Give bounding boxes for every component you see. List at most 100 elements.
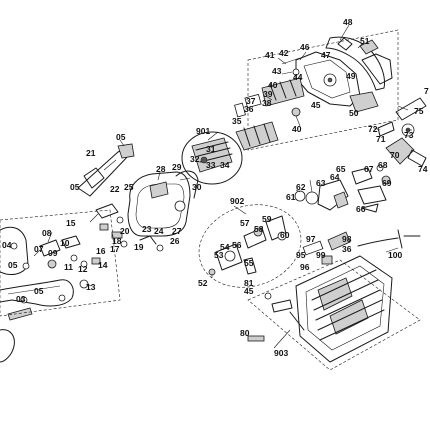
callout-74: 74 [418,164,428,174]
callout-17: 17 [110,244,120,254]
callout-16: 16 [96,246,106,256]
callout-33: 33 [206,160,216,170]
callout-901: 901 [196,126,210,136]
callout-95: 95 [296,250,306,260]
callout-35: 35 [232,116,242,126]
callout-07: 07 [34,244,44,254]
callout-56: 56 [232,240,242,250]
callout-08: 08 [42,228,52,238]
callout-97: 97 [306,234,316,244]
callout-69: 69 [382,178,392,188]
callout-09: 09 [48,248,58,258]
callout-40-mid: 40 [292,124,302,134]
callout-32: 32 [190,154,200,164]
callout-20: 20 [120,226,130,236]
leader-lines [19,24,412,349]
callout-45-bottom: 45 [244,286,254,296]
callout-04: 04 [2,240,12,250]
callout-55: 55 [244,258,254,268]
callout-30: 30 [192,182,202,192]
callout-41: 41 [265,50,275,60]
callout-36-bottom: 36 [342,244,352,254]
callout-34: 34 [220,160,230,170]
callout-99: 99 [316,250,326,260]
callout-11: 11 [64,262,73,272]
callout-10: 10 [60,238,70,248]
front-handle-group [0,209,121,363]
callout-37: 37 [246,96,256,106]
callout-61: 61 [286,192,296,202]
armature-shaft-group [234,77,305,118]
callout-26: 26 [170,236,180,246]
motor-housing-group [95,170,199,252]
callout-12: 12 [78,264,88,274]
callout-23: 23 [142,224,152,234]
callout-18: 18 [112,236,122,246]
callout-03: 03 [16,294,26,304]
callout-48: 48 [343,17,353,27]
callout-66: 66 [356,204,366,214]
callout-25: 25 [124,182,134,192]
callout-52: 52 [198,278,208,288]
callout-05-bottom: 05 [34,286,44,296]
blade-clamp-group [294,164,391,213]
callout-59: 59 [262,214,272,224]
blade-guard-group [247,29,399,151]
callout-64: 64 [330,172,340,182]
callout-05-handle: 05 [116,132,126,142]
callout-19: 19 [134,242,144,252]
callout-46: 46 [300,42,310,52]
callout-67: 67 [364,164,374,174]
callout-53: 53 [214,250,224,260]
callout-15: 15 [66,218,76,228]
callout-22: 22 [110,184,120,194]
callout-7: 7 [424,86,429,96]
callout-902: 902 [230,196,244,206]
callout-45-top: 45 [311,100,321,110]
callout-38: 38 [262,98,272,108]
callout-50: 50 [349,108,359,118]
handle-group [77,143,135,197]
callout-31: 31 [206,144,216,154]
callout-63: 63 [316,178,326,188]
callout-13: 13 [86,282,96,292]
callout-36-top: 36 [244,104,254,114]
callout-58: 58 [254,224,264,234]
callout-49: 49 [346,71,356,81]
callout-72: 72 [368,124,378,134]
callout-70: 70 [390,150,400,160]
callout-14: 14 [98,260,108,270]
base-plate-group [247,229,421,371]
callout-73: 73 [404,130,414,140]
callout-29: 29 [172,162,182,172]
callout-43: 43 [272,66,282,76]
callout-27: 27 [172,226,182,236]
callout-96: 96 [300,262,310,272]
callout-71: 71 [376,134,386,144]
callout-903: 903 [274,348,288,358]
callout-51: 51 [360,36,370,46]
callout-28: 28 [156,164,166,174]
callout-21: 21 [86,148,96,158]
callout-05-front: 05 [8,260,18,270]
callout-57: 57 [240,218,250,228]
callout-labels: 48 51 46 41 42 47 43 44 49 40 39 38 45 5… [2,17,429,358]
callout-39: 39 [263,89,273,99]
callout-80: 80 [240,328,250,338]
callout-54: 54 [220,242,230,252]
callout-44: 44 [293,72,303,82]
callout-62: 62 [296,182,306,192]
motor-stator-group [181,121,279,185]
callout-81: 81 [244,278,254,288]
callout-40-top: 40 [268,80,278,90]
callout-60: 60 [280,230,290,240]
callout-100: 100 [388,250,402,260]
callout-98: 98 [342,234,352,244]
depth-lever-group [377,97,427,167]
callout-05-left: 05 [70,182,80,192]
callout-42: 42 [279,48,289,58]
callout-75: 75 [414,106,424,116]
callout-65: 65 [336,164,346,174]
